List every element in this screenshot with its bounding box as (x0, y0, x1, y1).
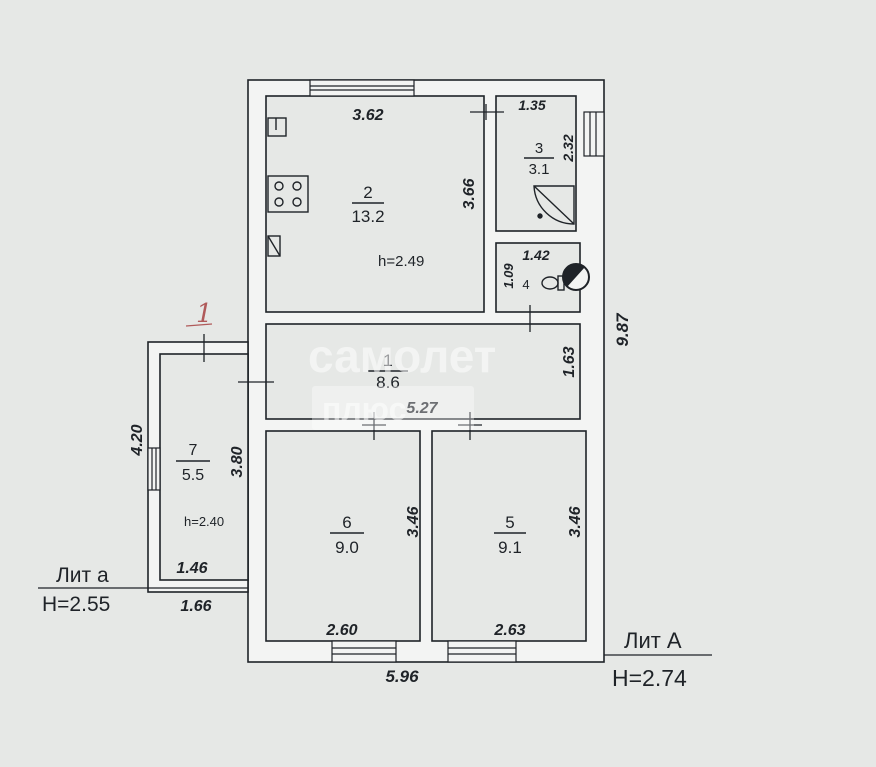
room-outlines (159, 95, 587, 642)
dim-room6-width: 2.60 (325, 622, 357, 639)
dim-room7-width: 1.46 (176, 560, 207, 577)
shower-icon (533, 185, 575, 225)
dim-room5-width: 2.63 (493, 622, 525, 639)
dim-room2-height: 3.66 (461, 178, 478, 209)
lit-main-height: H=2.74 (612, 665, 687, 691)
room-1-outline (265, 323, 581, 420)
watermark-badge (312, 386, 474, 430)
lit-annex-title: Лит а (56, 564, 109, 587)
watermark-line2: плюс (322, 391, 406, 427)
room-2-number: 2 (363, 183, 372, 202)
dim-room3-height: 2.32 (560, 134, 576, 162)
window-annex-left (147, 447, 161, 491)
dim-room6-height: 3.46 (405, 506, 422, 537)
room-3-area: 3.1 (529, 161, 550, 178)
watermark-line1: самолет (308, 330, 496, 382)
lit-main-title: Лит А (624, 628, 682, 653)
room-5-area: 9.1 (498, 538, 522, 557)
window-right (583, 111, 605, 157)
lit-labels: Лит а H=2.55 Лит А H=2.74 (42, 564, 687, 691)
heater-icon (267, 235, 281, 257)
room-3-outline (495, 95, 577, 232)
dim-room3-width: 1.35 (518, 97, 545, 113)
room-6-area: 9.0 (335, 538, 359, 557)
room-fraction-lines (176, 157, 554, 534)
dimension-labels: 3.62 3.66 1.35 2.32 1.42 1.09 5.27 1.63 … (129, 97, 632, 686)
dim-total-height: 9.87 (613, 312, 632, 347)
windows (147, 79, 605, 663)
room-labels: 1 8.6 2 13.2 3 3.1 4 5 9.1 6 9.0 7 5.5 h… (182, 140, 550, 557)
height-main: h=2.49 (378, 253, 424, 270)
room-4-number: 4 (522, 277, 529, 292)
dim-annex-outer-height: 4.20 (129, 424, 146, 456)
window-top (309, 79, 415, 97)
window-bottom-right (447, 640, 517, 663)
room-7-number: 7 (189, 442, 198, 459)
handwritten-number: 1 (196, 299, 213, 329)
room-3-number: 3 (535, 140, 543, 157)
boiler-icon (562, 263, 590, 291)
dim-annex-outer-width: 1.66 (180, 598, 211, 615)
room-1-number: 1 (383, 351, 392, 370)
room-7-area: 5.5 (182, 467, 204, 484)
handwritten-mark: 1 (185, 299, 213, 329)
room-5-number: 5 (505, 513, 514, 532)
sink-icon (267, 117, 287, 137)
door-room5 (458, 412, 482, 440)
dim-room4-width: 1.42 (522, 247, 549, 263)
room-5-outline (431, 430, 587, 642)
dim-room4-height: 1.09 (501, 263, 516, 289)
stove-icon (267, 175, 309, 213)
room-6-outline (265, 430, 421, 642)
door-room7 (203, 334, 274, 383)
window-bottom-left (331, 640, 397, 663)
dim-room5-height: 3.46 (567, 506, 584, 537)
doors (203, 104, 531, 440)
dim-room1-height: 1.63 (561, 346, 578, 377)
dim-room7-height: 3.80 (229, 446, 246, 477)
dim-room1-width: 5.27 (406, 400, 438, 417)
toilet-icon (541, 275, 565, 291)
dim-total-width: 5.96 (385, 667, 419, 686)
door-room6 (362, 412, 386, 440)
lit-annex-height: H=2.55 (42, 593, 110, 616)
height-annex: h=2.40 (184, 514, 224, 529)
room-6-number: 6 (342, 513, 351, 532)
fixtures (267, 117, 590, 291)
room-1-area: 8.6 (376, 373, 400, 392)
lit-leaders (38, 587, 712, 656)
watermark: самолет плюс (308, 330, 496, 430)
room-2-area: 13.2 (351, 207, 384, 226)
door-room3 (470, 104, 504, 120)
dim-room2-width: 3.62 (352, 107, 383, 124)
